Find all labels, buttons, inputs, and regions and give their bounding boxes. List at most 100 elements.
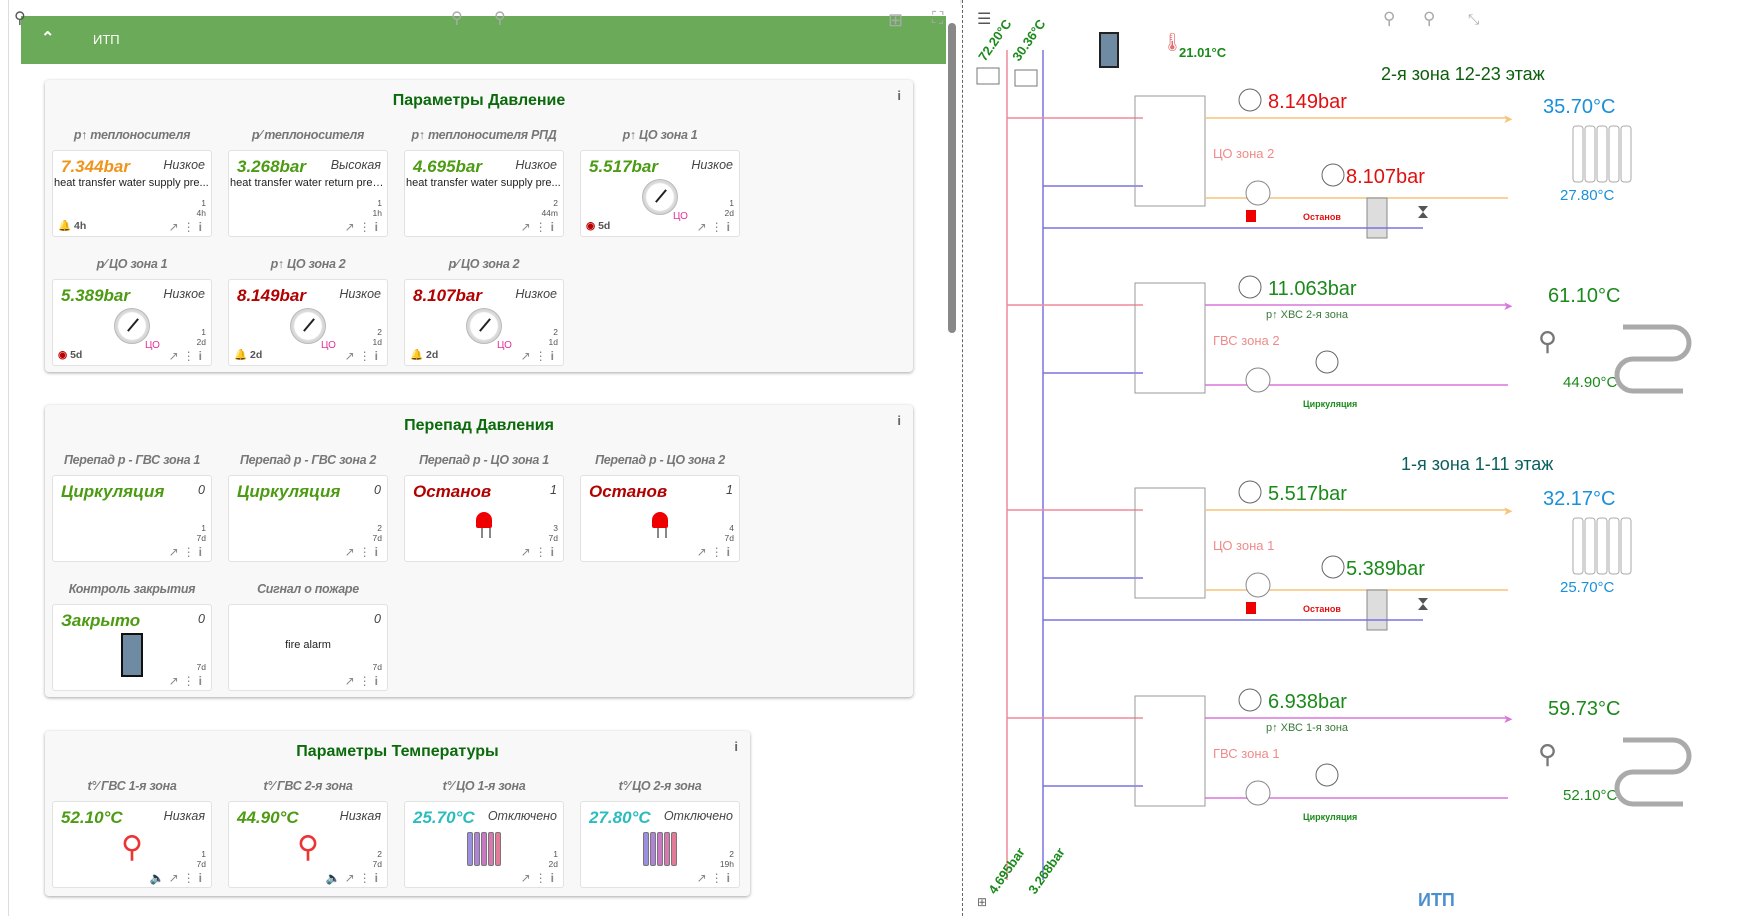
chart-icon[interactable]: ↗	[168, 545, 183, 559]
pump-icon	[1245, 780, 1271, 806]
alarm-badge[interactable]: ◉ 5d	[58, 349, 82, 361]
info-icon[interactable]: i	[726, 871, 734, 885]
more-icon[interactable]: ⋮	[358, 674, 375, 688]
info-icon[interactable]: i	[726, 220, 734, 234]
info-icon[interactable]: i	[374, 220, 382, 234]
chart-icon[interactable]: ↗	[520, 545, 535, 559]
info-icon[interactable]: i	[374, 674, 382, 688]
info-icon[interactable]: i	[374, 545, 382, 559]
alarm-age: 5d	[598, 220, 611, 232]
more-icon[interactable]: ⋮	[710, 871, 727, 885]
more-icon[interactable]: ⋮	[710, 220, 727, 234]
info-icon[interactable]: i	[198, 674, 206, 688]
gamepad-icon[interactable]: ⊞	[977, 895, 987, 909]
count: 2	[377, 849, 382, 859]
info-icon[interactable]: i	[374, 349, 382, 363]
alarm-badge[interactable]: 🔔 2d	[234, 348, 262, 361]
return-pressure-value: 8.107bar	[1346, 166, 1425, 188]
age: 7d	[372, 533, 382, 543]
chart-icon[interactable]: ↗	[168, 220, 183, 234]
info-icon[interactable]: i	[198, 871, 206, 885]
mute-icon[interactable]: 🔈	[325, 871, 345, 885]
collapse-icon[interactable]: ⤡	[1468, 11, 1479, 27]
info-icon[interactable]: i	[550, 349, 558, 363]
info-icon[interactable]: i	[198, 220, 206, 234]
search-icon[interactable]: ⚲	[14, 10, 26, 27]
chart-icon[interactable]: ↗	[168, 349, 183, 363]
more-icon[interactable]: ⋮	[182, 871, 199, 885]
chart-icon[interactable]: ↗	[168, 674, 183, 688]
add-widget-icon[interactable]: ⊞	[888, 10, 904, 30]
chart-icon[interactable]: ↗	[520, 220, 535, 234]
chart-icon[interactable]: ↗	[696, 871, 711, 885]
age: 7d	[196, 662, 206, 672]
info-icon[interactable]: i	[198, 349, 206, 363]
more-icon[interactable]: ⋮	[182, 545, 199, 559]
info-icon[interactable]: i	[726, 545, 734, 559]
more-icon[interactable]: ⋮	[710, 545, 727, 559]
more-icon[interactable]: ⋮	[534, 871, 551, 885]
info-icon[interactable]: i	[198, 545, 206, 559]
more-icon[interactable]: ⋮	[358, 545, 375, 559]
zoom-in-icon[interactable]: ⚲	[1423, 9, 1435, 28]
fullscreen-icon[interactable]: ⛶	[932, 10, 944, 27]
info-icon[interactable]: i	[550, 545, 558, 559]
pump-icon	[1245, 180, 1271, 206]
chart-icon[interactable]: ↗	[344, 545, 359, 559]
zoom-in-icon[interactable]: ⚲	[494, 10, 506, 27]
info-icon[interactable]: i	[550, 220, 558, 234]
info-icon[interactable]: i	[734, 739, 738, 754]
alarm-badge[interactable]: 🔔 2d	[410, 348, 438, 361]
chart-icon[interactable]: ↗	[696, 545, 711, 559]
chevron-up-icon[interactable]: ⌃	[41, 30, 55, 47]
zoom-out-icon[interactable]: ⚲	[451, 10, 463, 27]
mute-icon[interactable]: 🔈	[149, 871, 169, 885]
more-icon[interactable]: ⋮	[358, 871, 375, 885]
list-menu-icon[interactable]: ☰	[977, 11, 991, 28]
widget-label: p↑ ЦО зона 1	[622, 128, 698, 142]
more-icon[interactable]: ⋮	[534, 349, 551, 363]
more-icon[interactable]: ⋮	[534, 545, 551, 559]
chart-icon[interactable]: ↗	[344, 220, 359, 234]
chart-icon[interactable]: ↗	[344, 349, 359, 363]
chart-icon[interactable]: ↗	[168, 871, 183, 885]
scrollbar-thumb[interactable]	[948, 23, 956, 333]
chart-icon[interactable]: ↗	[344, 871, 359, 885]
zoom-out-icon[interactable]: ⚲	[1383, 9, 1395, 28]
info-icon[interactable]: i	[550, 871, 558, 885]
info-icon[interactable]: i	[897, 88, 901, 103]
more-icon[interactable]: ⋮	[182, 674, 199, 688]
chart-icon[interactable]: ↗	[520, 871, 535, 885]
chart-icon[interactable]: ↗	[696, 220, 711, 234]
chart-icon[interactable]: ↗	[344, 674, 359, 688]
more-icon[interactable]: ⋮	[182, 349, 199, 363]
more-icon[interactable]: ⋮	[182, 220, 199, 234]
more-icon[interactable]: ⋮	[358, 220, 375, 234]
info-icon[interactable]: i	[374, 871, 382, 885]
chart-icon[interactable]: ↗	[520, 349, 535, 363]
more-icon[interactable]: ⋮	[358, 349, 375, 363]
more-icon[interactable]: ⋮	[534, 220, 551, 234]
scrollbar[interactable]	[947, 20, 957, 916]
alarm-badge[interactable]: 🔔 4h	[58, 219, 86, 232]
group-header[interactable]: ⌃ ИТП	[21, 16, 946, 64]
alarm-badge[interactable]: ◉ 5d	[586, 220, 610, 232]
info-icon[interactable]: i	[897, 413, 901, 428]
